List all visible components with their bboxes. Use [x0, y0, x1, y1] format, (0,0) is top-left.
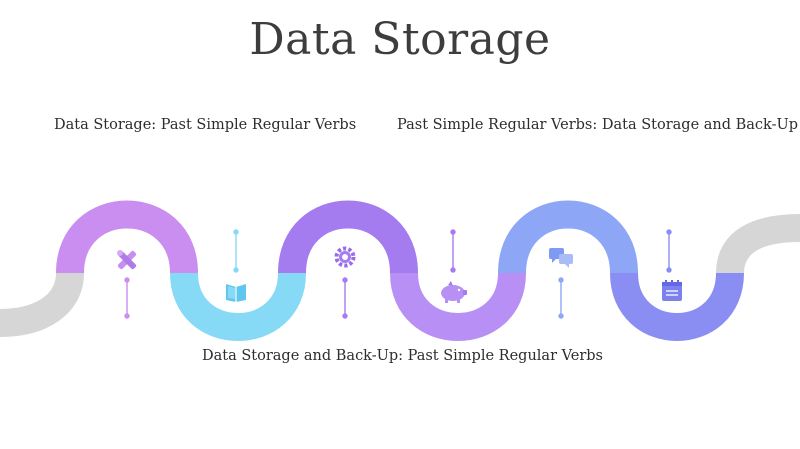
milestone-label-1: Data Storage: Past Simple Regular Verbs — [54, 117, 357, 133]
piggy-bank-icon — [441, 281, 467, 303]
wave-segment-violet — [56, 200, 198, 275]
connector-2 — [233, 229, 239, 273]
wave-segment-purple — [278, 200, 418, 274]
wave-segment-lavender — [390, 271, 526, 341]
wave-segment-cyan — [170, 271, 306, 341]
connector-6 — [666, 229, 672, 273]
wave-segment-indigo — [610, 271, 744, 341]
chat-bubbles-icon — [549, 248, 573, 268]
notepad-icon — [662, 280, 682, 301]
wave-segment-gray-right — [716, 214, 800, 275]
connector-5 — [558, 277, 564, 319]
connector-3 — [342, 277, 348, 319]
wave-segment-gray-left — [0, 271, 84, 337]
book-icon — [226, 284, 246, 302]
connector-4 — [450, 229, 456, 273]
cross-icon — [117, 250, 137, 270]
page-title: Data Storage — [249, 14, 551, 65]
gear-icon — [334, 246, 356, 268]
wave-segment-blue — [498, 200, 638, 274]
connector-1 — [124, 277, 130, 319]
milestone-label-2: Past Simple Regular Verbs: Data Storage … — [397, 117, 798, 133]
milestone-label-3: Data Storage and Back-Up: Past Simple Re… — [202, 348, 603, 364]
